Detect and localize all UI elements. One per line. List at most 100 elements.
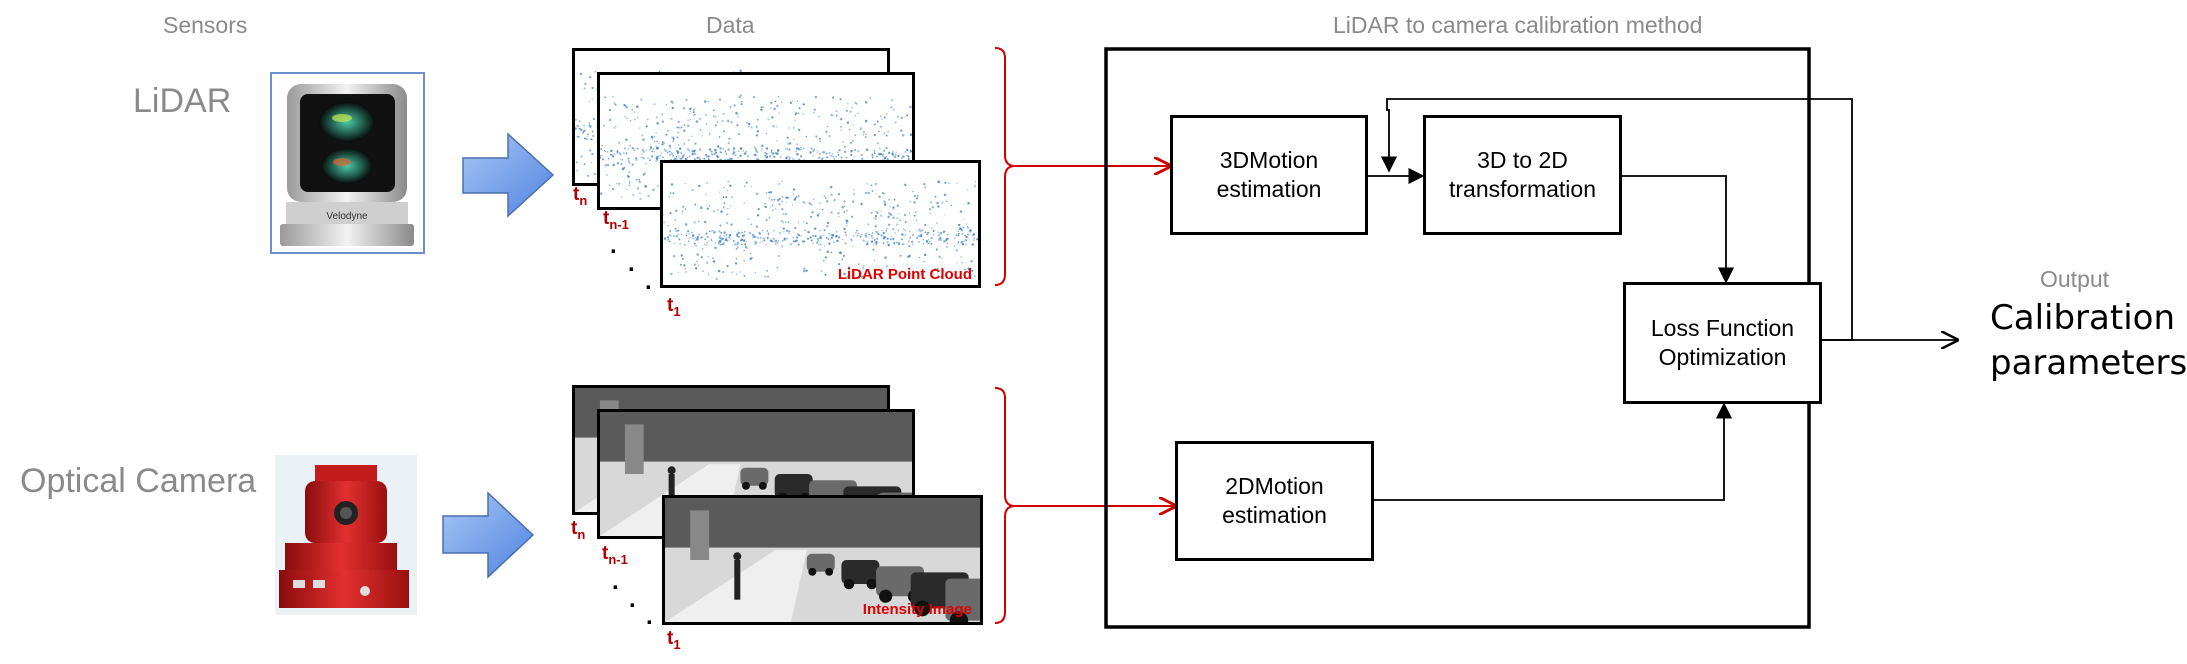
- point-cloud-dot: [738, 230, 740, 232]
- point-cloud-dot: [838, 215, 840, 218]
- point-cloud-dot: [641, 156, 643, 159]
- point-cloud-dot: [873, 152, 876, 155]
- point-cloud-dot: [760, 149, 763, 152]
- point-cloud-dot: [720, 231, 723, 234]
- point-cloud-dot: [747, 122, 751, 126]
- point-cloud-dot: [830, 193, 833, 197]
- point-cloud-dot: [636, 187, 640, 190]
- point-cloud-dot: [610, 149, 613, 153]
- point-cloud-dot: [616, 161, 620, 165]
- point-cloud-dot: [828, 232, 831, 235]
- point-cloud-dot: [603, 125, 605, 127]
- point-cloud-dot: [792, 236, 795, 239]
- point-cloud-dot: [770, 149, 773, 152]
- point-cloud-dot: [787, 127, 790, 129]
- point-cloud-dot: [867, 191, 870, 195]
- point-cloud-dot: [895, 151, 898, 154]
- point-cloud-dot: [632, 104, 634, 106]
- point-cloud-dot: [718, 236, 720, 238]
- point-cloud-dot: [854, 134, 857, 136]
- point-cloud-dot: [687, 230, 690, 233]
- point-cloud-dot: [908, 272, 911, 275]
- transform-to-loss-arrow: [1622, 175, 1735, 284]
- point-cloud-dot: [939, 231, 943, 235]
- point-cloud-dot: [719, 151, 722, 153]
- point-cloud-dot: [678, 155, 680, 158]
- point-cloud-dot: [920, 235, 923, 238]
- point-cloud-dot: [717, 269, 721, 273]
- point-cloud-dot: [803, 240, 806, 243]
- point-cloud-dot: [845, 156, 848, 159]
- point-cloud-dot: [661, 140, 664, 144]
- point-cloud-dot: [578, 120, 581, 122]
- point-cloud-dot: [793, 198, 797, 201]
- lidar-t-1: t1: [667, 295, 681, 319]
- point-cloud-dot: [684, 208, 687, 210]
- point-cloud-dot: [655, 116, 658, 119]
- point-cloud-dot: [766, 236, 769, 240]
- point-cloud-dot: [625, 153, 628, 156]
- point-cloud-dot: [953, 245, 956, 247]
- point-cloud-dot: [588, 122, 591, 124]
- point-cloud-dot: [946, 242, 949, 245]
- point-cloud-dot: [693, 242, 696, 245]
- point-cloud-dot: [941, 201, 944, 204]
- point-cloud-dot: [575, 127, 577, 130]
- point-cloud-dot: [896, 115, 900, 118]
- point-cloud-dot: [629, 180, 631, 182]
- point-cloud-dot: [892, 237, 895, 240]
- point-cloud-dot: [972, 233, 975, 236]
- point-cloud-dot: [860, 153, 863, 157]
- point-cloud-dot: [725, 196, 728, 199]
- point-cloud-dot: [811, 147, 814, 150]
- point-cloud-dot: [870, 184, 873, 187]
- point-cloud-dot: [837, 192, 841, 196]
- 2dmotion-to-loss-arrow: [1374, 402, 1733, 501]
- point-cloud-dot: [778, 203, 781, 206]
- point-cloud-dot: [628, 162, 631, 164]
- point-cloud-dot: [651, 150, 653, 153]
- point-cloud-dot: [882, 237, 886, 240]
- point-cloud-dot: [826, 156, 829, 159]
- point-cloud-dot: [694, 236, 696, 239]
- point-cloud-dot: [909, 150, 912, 153]
- point-cloud-dot: [805, 269, 808, 272]
- point-cloud-dot: [668, 234, 671, 237]
- point-cloud-dot: [735, 262, 738, 265]
- street-scene-shape: [841, 560, 880, 584]
- point-cloud-dot: [691, 234, 695, 237]
- point-cloud-dot: [826, 200, 829, 203]
- point-cloud-dot: [930, 237, 933, 240]
- point-cloud-dot: [885, 230, 888, 232]
- point-cloud-dot: [600, 154, 602, 157]
- point-cloud-dot: [633, 111, 636, 113]
- point-cloud-dot: [773, 229, 775, 232]
- point-cloud-dot: [665, 104, 667, 106]
- point-cloud-dot: [671, 106, 674, 110]
- point-cloud-dot: [641, 153, 643, 155]
- camera-ellipsis-2: .: [629, 586, 636, 613]
- point-cloud-dot: [799, 155, 803, 158]
- point-cloud-dot: [722, 112, 725, 115]
- point-cloud-dot: [786, 136, 789, 139]
- point-cloud-dot: [751, 256, 754, 259]
- point-cloud-dot: [665, 133, 668, 136]
- point-cloud-dot: [612, 155, 615, 158]
- point-cloud-dot: [633, 118, 636, 121]
- point-cloud-dot: [875, 243, 878, 245]
- point-cloud-dot: [727, 180, 730, 183]
- point-cloud-dot: [924, 223, 927, 227]
- point-cloud-dot: [943, 240, 946, 243]
- point-cloud-dot: [890, 238, 892, 240]
- point-cloud-dot: [755, 192, 759, 196]
- point-cloud-dot: [922, 239, 924, 241]
- point-cloud-dot: [604, 164, 607, 167]
- point-cloud-dot: [937, 180, 940, 184]
- point-cloud-dot: [732, 148, 735, 150]
- point-cloud-dot: [877, 130, 880, 133]
- point-cloud-dot: [819, 236, 822, 240]
- point-cloud-dot: [913, 201, 916, 204]
- point-cloud-dot: [743, 249, 745, 252]
- point-cloud-dot: [652, 147, 655, 151]
- point-cloud-dot: [831, 234, 835, 237]
